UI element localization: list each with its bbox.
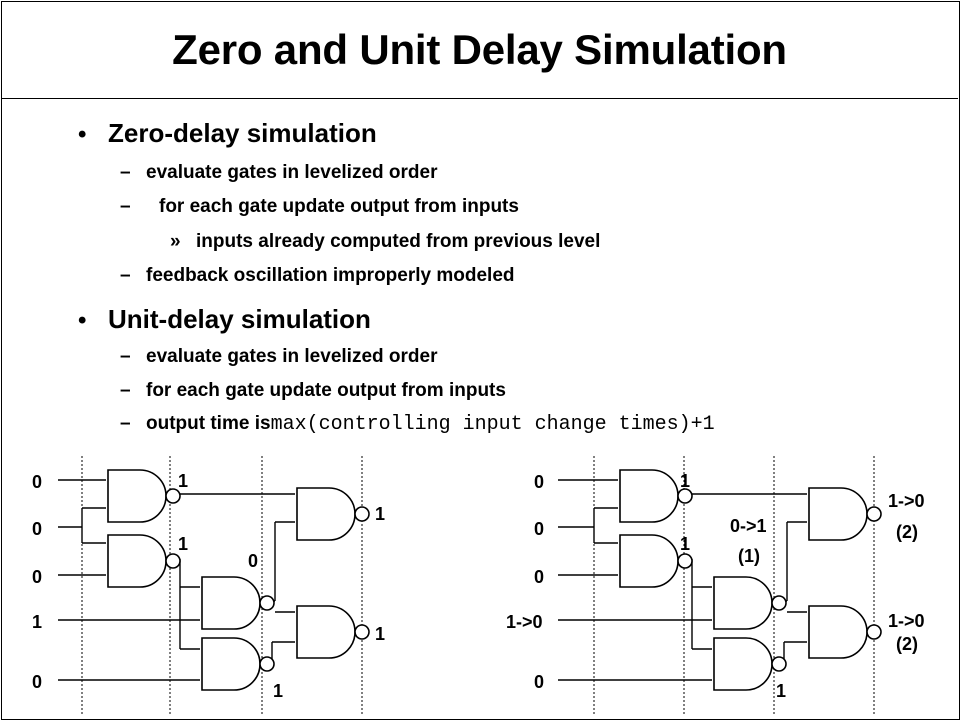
sub-item: – evaluate gates in levelized order: [120, 162, 437, 184]
nand-gate-5: [296, 487, 370, 541]
gate2-output-label: 1: [178, 534, 188, 554]
bullet-unit-delay: • Unit-delay simulation: [78, 304, 371, 335]
gate1-output-label: 1: [680, 471, 690, 491]
bullet-dot: •: [78, 121, 87, 148]
sub-marker: »: [170, 231, 181, 252]
sub-text: for each gate update output from inputs: [159, 196, 519, 217]
gate3-time-label: (1): [738, 546, 760, 566]
gates-zero-delay: [107, 469, 370, 691]
nand-gate-5: [808, 487, 882, 541]
bullet-zero-delay: • Zero-delay simulation: [78, 118, 377, 149]
input-label-1: 0: [534, 472, 544, 492]
input-label-4: 1->0: [506, 612, 543, 632]
nand-gate-4: [201, 637, 275, 691]
gate4-output-label: 1: [776, 681, 786, 701]
gate4-output-label: 1: [273, 681, 283, 701]
nand-gate-3: [713, 576, 787, 630]
gate6-time-label: (2): [896, 634, 918, 654]
sub-item: – for each gate update output from input…: [120, 196, 519, 218]
input-label-4: 1: [32, 612, 42, 632]
sub-code: max(controlling input change times)+1: [270, 413, 715, 436]
input-label-5: 0: [32, 672, 42, 692]
sub-item: – evaluate gates in levelized order: [120, 346, 437, 368]
gate5-output-label: 1: [375, 504, 385, 524]
gate2-output-label: 1: [680, 534, 690, 554]
sub-text: evaluate gates in levelized order: [146, 346, 438, 367]
gate6-output-label: 1: [375, 624, 385, 644]
sub-text: output time is: [146, 413, 271, 434]
sub-marker: –: [120, 413, 131, 434]
labels-zero-delay: 0 0 0 1 0 1 1 0 1 1 1: [32, 471, 385, 701]
sub-marker: –: [120, 196, 131, 217]
sub-text: feedback oscillation improperly modeled: [146, 265, 515, 286]
bullet-label: Zero-delay simulation: [108, 118, 377, 148]
input-label-1: 0: [32, 472, 42, 492]
gate3-output-label: 0: [248, 551, 258, 571]
input-label-3: 0: [534, 567, 544, 587]
sub-text: evaluate gates in levelized order: [146, 162, 438, 183]
sub-marker: –: [120, 162, 131, 183]
sub-marker: –: [120, 346, 131, 367]
nand-gate-3: [201, 576, 275, 630]
nand-gate-2: [107, 534, 181, 588]
input-label-2: 0: [534, 519, 544, 539]
sub-text: for each gate update output from inputs: [146, 380, 506, 401]
gate5-output-label: 1->0: [888, 491, 925, 511]
gate1-output-label: 1: [178, 471, 188, 491]
sub-marker: –: [120, 380, 131, 401]
sub-sub-item: » inputs already computed from previous …: [170, 231, 600, 253]
title-bar: Zero and Unit Delay Simulation: [1, 1, 958, 99]
gate5-time-label: (2): [896, 522, 918, 542]
gates-unit-delay: [619, 469, 882, 691]
sub-text: inputs already computed from previous le…: [196, 231, 601, 252]
input-label-3: 0: [32, 567, 42, 587]
slide-title: Zero and Unit Delay Simulation: [172, 25, 787, 73]
circuit-unit-delay: [558, 456, 875, 715]
sub-item: – output time is max(controlling input c…: [120, 413, 715, 436]
nand-gate-6: [808, 605, 882, 659]
nand-gate-1: [107, 469, 181, 523]
sub-item: – feedback oscillation improperly modele…: [120, 265, 515, 287]
gate6-output-label: 1->0: [888, 611, 925, 631]
labels-unit-delay: 0 0 0 1->0 0 1 1 0->1 (1) 1 1->0 (2) 1->…: [506, 471, 925, 701]
input-label-5: 0: [534, 672, 544, 692]
bullet-label: Unit-delay simulation: [108, 304, 371, 334]
nand-gate-6: [296, 605, 370, 659]
bullet-dot: •: [78, 307, 87, 334]
sub-marker: –: [120, 265, 131, 286]
input-label-2: 0: [32, 519, 42, 539]
gate3-output-label: 0->1: [730, 516, 767, 536]
sub-item: – for each gate update output from input…: [120, 380, 506, 402]
